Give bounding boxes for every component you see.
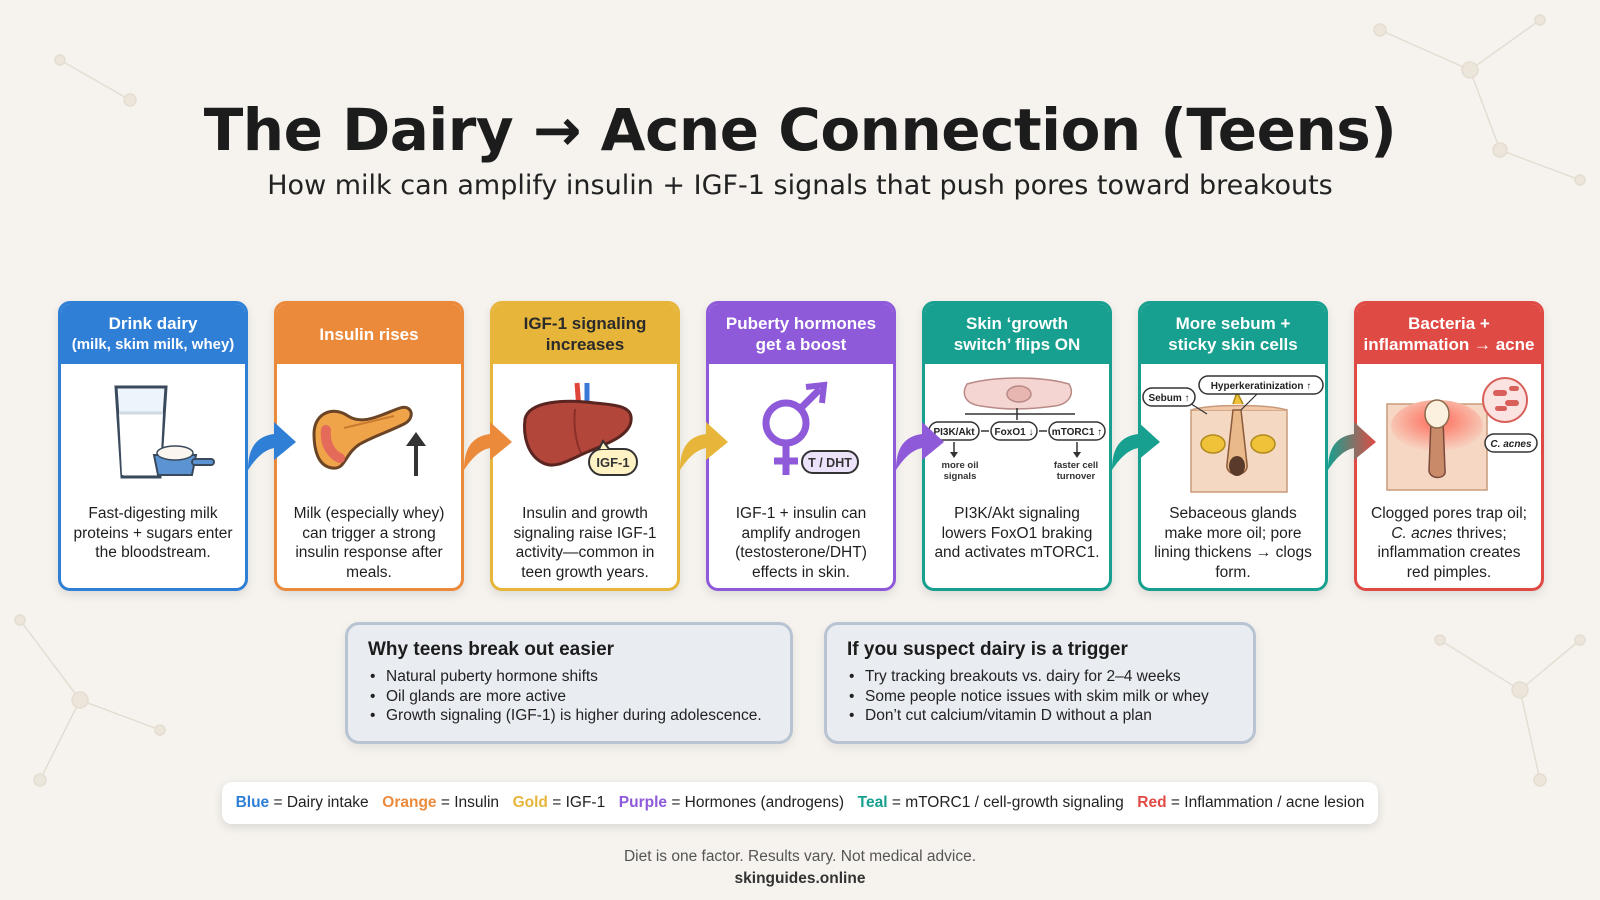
- flow-arrow-1: [248, 422, 296, 470]
- step-description: Clogged pores trap oil; C. acnes thrives…: [1371, 505, 1527, 581]
- legend-item-gold: Gold = IGF-1: [512, 794, 606, 811]
- pathway-node-mtorc1: mTORC1 ↑: [1052, 427, 1102, 438]
- liver-icon: IGF-1: [493, 364, 677, 504]
- flow-arrow-3: [680, 422, 728, 470]
- step-description: Milk (especially whey) can trigger a str…: [293, 505, 445, 581]
- flow-arrow-4: [896, 422, 944, 470]
- legend-item-red: Red = Inflammation / acne lesion: [1137, 794, 1365, 811]
- step-card-insulin-rises: Insulin rises Milk (especially whey) can…: [274, 301, 464, 591]
- t-dht-badge-label: T / DHT: [808, 456, 852, 470]
- step-card-sebum-sticky-cells: More sebum +sticky skin cells Sebum ↑ Hy…: [1138, 301, 1328, 591]
- step-header: Insulin rises: [277, 304, 461, 364]
- disclaimer-note: Diet is one factor. Results vary. Not me…: [623, 848, 977, 865]
- info-box-title: If you suspect dairy is a trigger: [847, 639, 1128, 660]
- list-item: Oil glands are more active: [368, 687, 770, 707]
- list-item: Don’t cut calcium/vitamin D without a pl…: [847, 706, 1233, 726]
- gender-symbol-icon: T / DHT: [709, 364, 893, 504]
- list-item: Natural puberty hormone shifts: [368, 667, 770, 687]
- page-title: The Dairy → Acne Connection (Teens): [203, 96, 1397, 164]
- step-description: PI3K/Akt signaling lowers FoxO1 braking …: [934, 505, 1100, 561]
- page-subtitle: How milk can amplify insulin + IGF-1 sig…: [267, 170, 1333, 201]
- flow-arrow-6: [1328, 422, 1376, 470]
- step-header: Drink dairy(milk, skim milk, whey): [61, 304, 245, 364]
- igf1-badge-label: IGF-1: [596, 455, 629, 470]
- pancreas-icon: [277, 364, 461, 504]
- inflamed-pimple-icon: C. acnes: [1357, 364, 1541, 504]
- legend-item-teal: Teal = mTORC1 / cell-growth signaling: [857, 794, 1124, 811]
- step-description: Insulin and growth signaling raise IGF-1…: [513, 505, 657, 581]
- pathway-node-foxo1: FoxO1 ↓: [995, 427, 1034, 438]
- c-acnes-badge-label: C. acnes: [1490, 439, 1532, 450]
- step-header: Bacteria +inflammation → acne: [1357, 304, 1541, 364]
- site-link[interactable]: skinguides.online: [734, 870, 866, 887]
- step-description: IGF-1 + insulin can amplify androgen (te…: [735, 505, 867, 581]
- pathway-node-pi3k: PI3K/Akt: [933, 427, 975, 438]
- milk-glass-icon: [61, 364, 245, 504]
- pathway-output-oil: more oil signals: [941, 460, 979, 482]
- flow-arrow-2: [464, 422, 512, 470]
- pathway-cell-icon: PI3K/Akt FoxO1 ↓ mTORC1 ↑ more oil signa…: [925, 364, 1109, 504]
- pathway-output-turnover: faster cell turnover: [1053, 460, 1099, 482]
- hyperkeratinization-badge-label: Hyperkeratinization ↑: [1211, 381, 1312, 392]
- flow-arrow-5: [1112, 422, 1160, 470]
- info-box-suspect-dairy: If you suspect dairy is a trigger Try tr…: [824, 622, 1256, 744]
- legend-item-orange: Orange = Insulin: [382, 794, 500, 811]
- color-legend: Blue = Dairy intake Orange = Insulin Gol…: [222, 782, 1378, 824]
- step-card-bacteria-inflammation: Bacteria +inflammation → acne C. acnes C…: [1354, 301, 1544, 591]
- step-header: More sebum +sticky skin cells: [1141, 304, 1325, 364]
- step-description: Sebaceous glands make more oil; pore lin…: [1154, 505, 1312, 581]
- legend-item-purple: Purple = Hormones (androgens): [618, 794, 845, 811]
- sebum-badge-label: Sebum ↑: [1148, 393, 1189, 404]
- step-description: Fast-digesting milk proteins + sugars en…: [73, 505, 233, 561]
- list-item: Growth signaling (IGF-1) is higher durin…: [368, 706, 770, 726]
- step-card-drink-dairy: Drink dairy(milk, skim milk, whey) Fast-…: [58, 301, 248, 591]
- list-item: Try tracking breakouts vs. dairy for 2–4…: [847, 667, 1233, 687]
- info-box-title: Why teens break out easier: [368, 639, 615, 660]
- legend-item-blue: Blue = Dairy intake: [235, 794, 369, 811]
- list-item: Some people notice issues with skim milk…: [847, 687, 1233, 707]
- pore-cross-section-icon: Sebum ↑ Hyperkeratinization ↑: [1141, 364, 1325, 504]
- info-box-why-teens: Why teens break out easier Natural puber…: [345, 622, 793, 744]
